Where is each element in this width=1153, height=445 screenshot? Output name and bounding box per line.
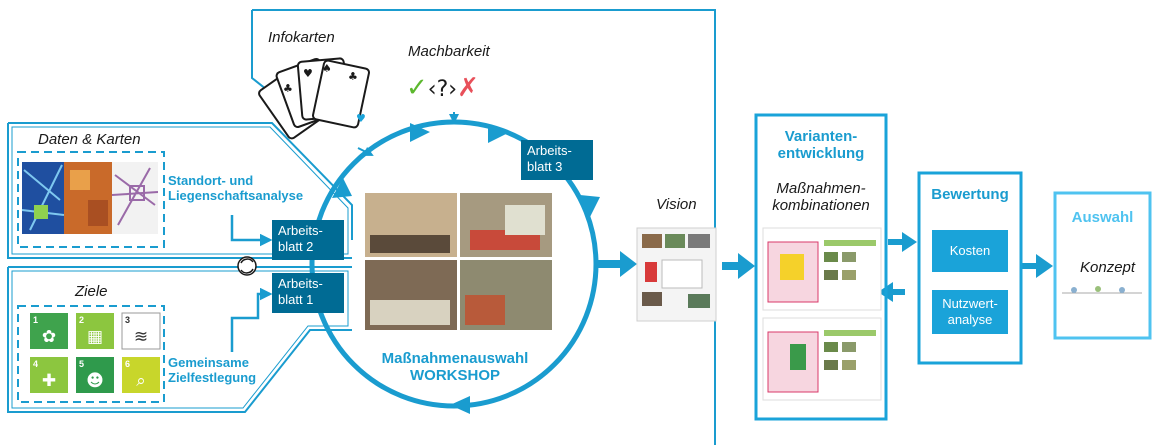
standort-line-1: Standort- und bbox=[168, 173, 254, 188]
massnahmen-line-1: Maßnahmen- bbox=[776, 180, 866, 197]
svg-text:♣: ♣ bbox=[283, 82, 293, 95]
arbeitsblatt-2-line-2: blatt 2 bbox=[278, 239, 314, 255]
daten-frame bbox=[7, 122, 353, 259]
massnahmen-line-2: kombinationen bbox=[772, 197, 870, 215]
goal-icon-1: 1✿ bbox=[30, 313, 68, 349]
gemeinsame-line-2: Zielfestlegung bbox=[168, 369, 257, 385]
varianten-line-1: Varianten- bbox=[784, 128, 858, 145]
arbeitsblatt-2-line-1: Arbeits- bbox=[278, 223, 323, 238]
svg-text:♥: ♥ bbox=[303, 67, 313, 80]
map-thumbnails bbox=[21, 162, 159, 234]
goal-icon-6: 6⌕ bbox=[122, 357, 160, 393]
gemeinsame-label: Gemeinsame Zielfestlegung bbox=[168, 355, 257, 386]
kosten-box: Kosten bbox=[932, 230, 1008, 272]
svg-text:♠: ♠ bbox=[322, 62, 332, 75]
workshop-line-2: WORKSHOP bbox=[410, 367, 500, 385]
auswahl-box bbox=[1053, 191, 1152, 340]
ziele-dashed-box bbox=[17, 305, 165, 403]
auswahl-title: Auswahl bbox=[1071, 209, 1134, 226]
varianten-line-2: entwicklung bbox=[777, 145, 865, 163]
sync-icon bbox=[237, 256, 257, 276]
vision-label: Vision bbox=[656, 196, 697, 213]
goal-icon-4: 4✚ bbox=[30, 357, 68, 393]
svg-text:6: 6 bbox=[125, 359, 130, 369]
svg-text:3: 3 bbox=[125, 315, 130, 325]
infokarten-label: Infokarten bbox=[268, 29, 335, 46]
varianten-title: Varianten- entwicklung bbox=[756, 128, 886, 163]
check-icon: ✓ bbox=[406, 73, 428, 103]
arbeitsblatt-1-line-2: blatt 1 bbox=[278, 292, 314, 308]
workshop-photos bbox=[365, 193, 552, 330]
goal-icon-3: 3≋ bbox=[121, 312, 161, 350]
standort-label: Standort- und Liegenschaftsanalyse bbox=[168, 173, 304, 204]
arbeitsblatt-3-line-2: blatt 3 bbox=[527, 159, 563, 175]
arbeitsblatt-3-line-1: Arbeits- bbox=[527, 143, 572, 158]
feasibility-symbols: ✓‹?›✗ bbox=[406, 73, 479, 104]
arbeitsblatt-1-line-1: Arbeits- bbox=[278, 276, 323, 291]
svg-text:▦: ▦ bbox=[87, 327, 103, 347]
daten-dashed-box bbox=[17, 151, 165, 248]
info-cards-image: ♣ ♥ ♠ ♣ ♥ bbox=[258, 57, 370, 140]
vision-thumbnail bbox=[636, 227, 717, 322]
bewertung-box bbox=[917, 171, 1023, 365]
goal-icons: 1✿2▦3≋4✚5☻6⌕ bbox=[30, 312, 161, 393]
workshop-title: Maßnahmenauswahl WORKSHOP bbox=[370, 350, 540, 385]
svg-text:≋: ≋ bbox=[134, 327, 148, 347]
ziele-frame bbox=[7, 266, 352, 413]
nutzwert-line-2: analyse bbox=[947, 312, 993, 327]
varianten-box bbox=[754, 113, 888, 421]
konzept-label: Konzept bbox=[1080, 259, 1136, 276]
massnahmen-label: Maßnahmen- kombinationen bbox=[756, 180, 886, 215]
svg-text:⌕: ⌕ bbox=[136, 371, 146, 391]
bewertung-title: Bewertung bbox=[931, 186, 1009, 203]
question-icon: ‹?› bbox=[427, 77, 458, 102]
svg-text:♥: ♥ bbox=[356, 112, 366, 125]
standort-line-2: Liegenschaftsanalyse bbox=[168, 187, 304, 203]
svg-text:1: 1 bbox=[33, 315, 38, 325]
workshop-line-1: Maßnahmenauswahl bbox=[381, 350, 529, 367]
nutzwert-box: Nutzwert- analyse bbox=[932, 290, 1008, 334]
svg-text:✚: ✚ bbox=[42, 371, 56, 391]
svg-text:2: 2 bbox=[79, 315, 84, 325]
arbeitsblatt-3: Arbeits- blatt 3 bbox=[521, 140, 593, 180]
konzept-thumbnail bbox=[1062, 286, 1142, 294]
svg-text:☻: ☻ bbox=[86, 371, 104, 391]
svg-text:♣: ♣ bbox=[348, 70, 358, 83]
arbeitsblatt-1: Arbeits- blatt 1 bbox=[272, 273, 344, 313]
arbeitsblatt-2: Arbeits- blatt 2 bbox=[272, 220, 344, 260]
ziele-label: Ziele bbox=[75, 283, 108, 300]
svg-text:4: 4 bbox=[33, 359, 38, 369]
nutzwert-line-1: Nutzwert- bbox=[942, 295, 998, 311]
goal-icon-2: 2▦ bbox=[76, 313, 114, 349]
plan-thumbnails bbox=[762, 227, 882, 401]
cross-icon: ✗ bbox=[457, 73, 479, 103]
daten-karten-label: Daten & Karten bbox=[38, 131, 141, 148]
svg-text:5: 5 bbox=[79, 359, 84, 369]
goal-icon-5: 5☻ bbox=[76, 357, 114, 393]
gemeinsame-line-1: Gemeinsame bbox=[168, 355, 249, 370]
machbarkeit-label: Machbarkeit bbox=[408, 43, 490, 60]
svg-text:✿: ✿ bbox=[42, 327, 56, 347]
